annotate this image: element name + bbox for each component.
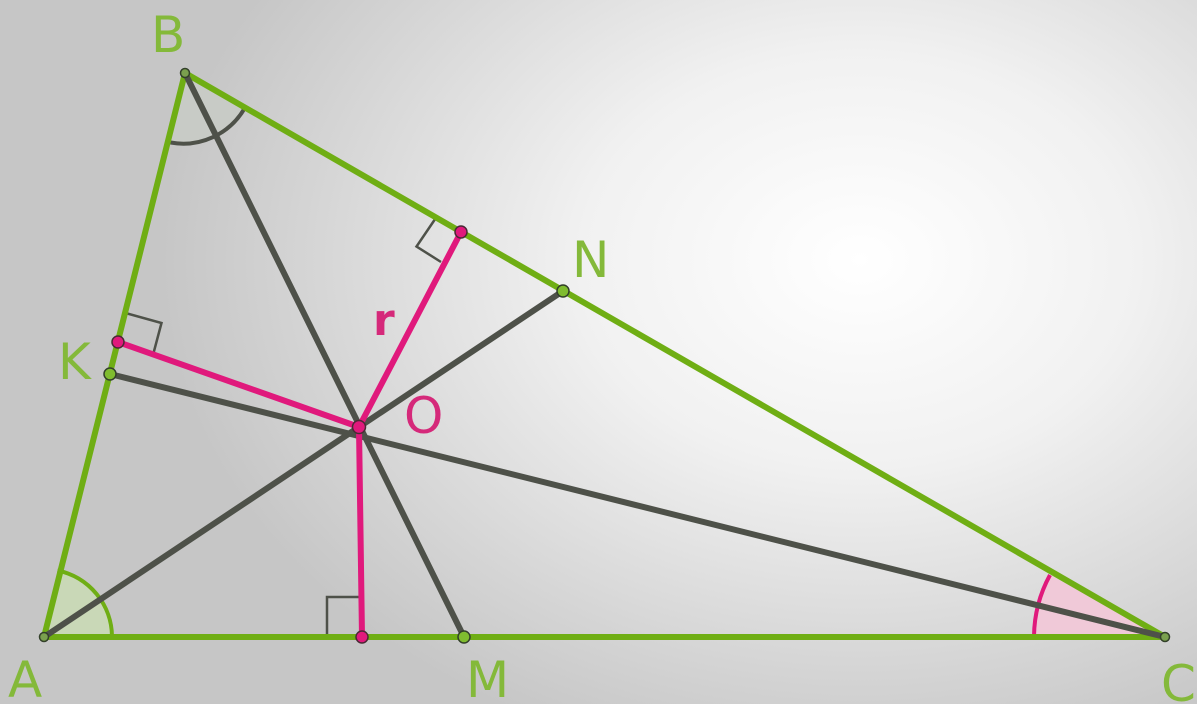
bisector-ck (107, 371, 1168, 640)
side-ab (41, 70, 188, 640)
right-angle-mark-ac (325, 595, 362, 637)
foot-bc (454, 225, 468, 239)
label-o: O (404, 387, 443, 445)
label-m: M (466, 651, 509, 704)
bisector-an (41, 288, 566, 640)
angle-a-marker (44, 570, 112, 637)
point-a (38, 631, 50, 643)
point-k (103, 367, 117, 381)
foot-ac (355, 630, 369, 644)
bisector-bm (182, 70, 467, 640)
radius-to-ac (356, 424, 365, 640)
point-n (556, 284, 570, 298)
label-a: A (8, 651, 42, 704)
point-b (179, 67, 191, 79)
point-o (351, 419, 367, 435)
label-inradius: r (373, 295, 395, 346)
right-angle-mark-ab (125, 311, 164, 356)
right-angle-mark-bc (414, 217, 442, 264)
foot-ab (111, 335, 125, 349)
angle-b-marker (170, 73, 245, 144)
label-c: C (1161, 655, 1196, 704)
angle-b-arc (170, 107, 247, 146)
label-n: N (572, 231, 609, 289)
side-bc (182, 70, 1168, 640)
radius-to-bc (356, 229, 464, 430)
label-b: B (151, 6, 185, 64)
label-k: K (58, 333, 92, 391)
angle-a-arc (57, 568, 114, 638)
point-c (1159, 631, 1171, 643)
point-m (457, 630, 471, 644)
radius-to-ab (115, 339, 362, 430)
